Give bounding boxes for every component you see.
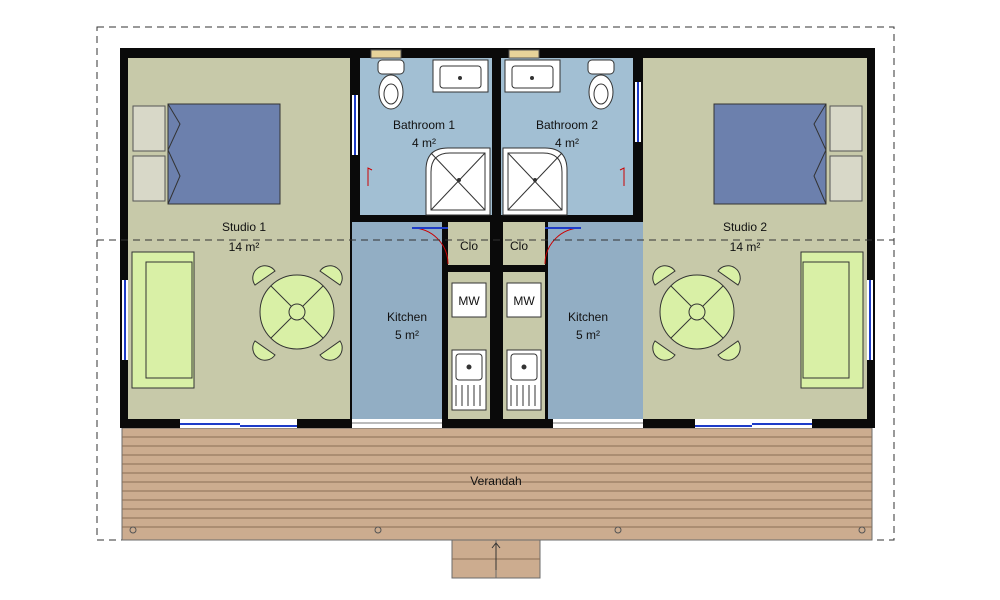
closet-2-label: Clo xyxy=(510,239,528,253)
bed-studio-1 xyxy=(132,103,281,205)
studio-1-area: 14 m² xyxy=(229,240,260,254)
microwave-2: MW xyxy=(506,282,542,318)
kitchen-1-name: Kitchen xyxy=(387,310,427,324)
door-swing-kitchen-1 xyxy=(411,227,449,265)
sink-bathroom-1 xyxy=(432,59,489,93)
door-swing-bathrooms xyxy=(367,167,625,186)
kitchen-2-area: 5 m² xyxy=(576,328,600,342)
bathroom-2-name: Bathroom 2 xyxy=(536,118,598,132)
kitchen-sink-cooktop-2 xyxy=(506,349,542,411)
sofa-studio-2 xyxy=(800,251,864,389)
entry-steps xyxy=(451,539,541,579)
toilet-bathroom-2 xyxy=(587,59,615,110)
sink-bathroom-2 xyxy=(504,59,561,93)
bathroom-2-vent xyxy=(508,49,540,59)
front-openings xyxy=(180,419,812,428)
kitchen-2-name: Kitchen xyxy=(568,310,608,324)
bathroom-1-area: 4 m² xyxy=(412,136,436,150)
kitchen-1-area: 5 m² xyxy=(395,328,419,342)
studio-2-area: 14 m² xyxy=(730,240,761,254)
closet-1-label: Clo xyxy=(460,239,478,253)
dining-table-studio-2 xyxy=(652,265,741,361)
kitchen-1-floor xyxy=(352,222,442,419)
toilet-bathroom-1 xyxy=(377,59,405,110)
bathroom-2-area: 4 m² xyxy=(555,136,579,150)
studio-2-name: Studio 2 xyxy=(723,220,767,234)
side-windows xyxy=(122,82,873,360)
dining-table-studio-1 xyxy=(252,265,343,361)
kitchen-2-floor xyxy=(548,222,643,419)
bathroom-1-vent xyxy=(370,49,402,59)
verandah-label: Verandah xyxy=(470,474,521,488)
microwave-1: MW xyxy=(451,282,487,318)
bathroom-1-name: Bathroom 1 xyxy=(393,118,455,132)
closet-1-floor xyxy=(448,222,490,265)
studio-1-name: Studio 1 xyxy=(222,220,266,234)
shower-bathroom-1 xyxy=(425,147,491,216)
bed-studio-2 xyxy=(713,103,863,205)
microwave-2-label: MW xyxy=(513,294,535,308)
verandah-deck xyxy=(121,427,873,541)
closet-2-floor xyxy=(503,222,545,265)
microwave-1-label: MW xyxy=(458,294,480,308)
sofa-studio-1 xyxy=(131,251,195,389)
kitchen-sink-cooktop-1 xyxy=(451,349,487,411)
door-swing-kitchen-2 xyxy=(544,227,582,265)
shower-bathroom-2 xyxy=(502,147,568,216)
